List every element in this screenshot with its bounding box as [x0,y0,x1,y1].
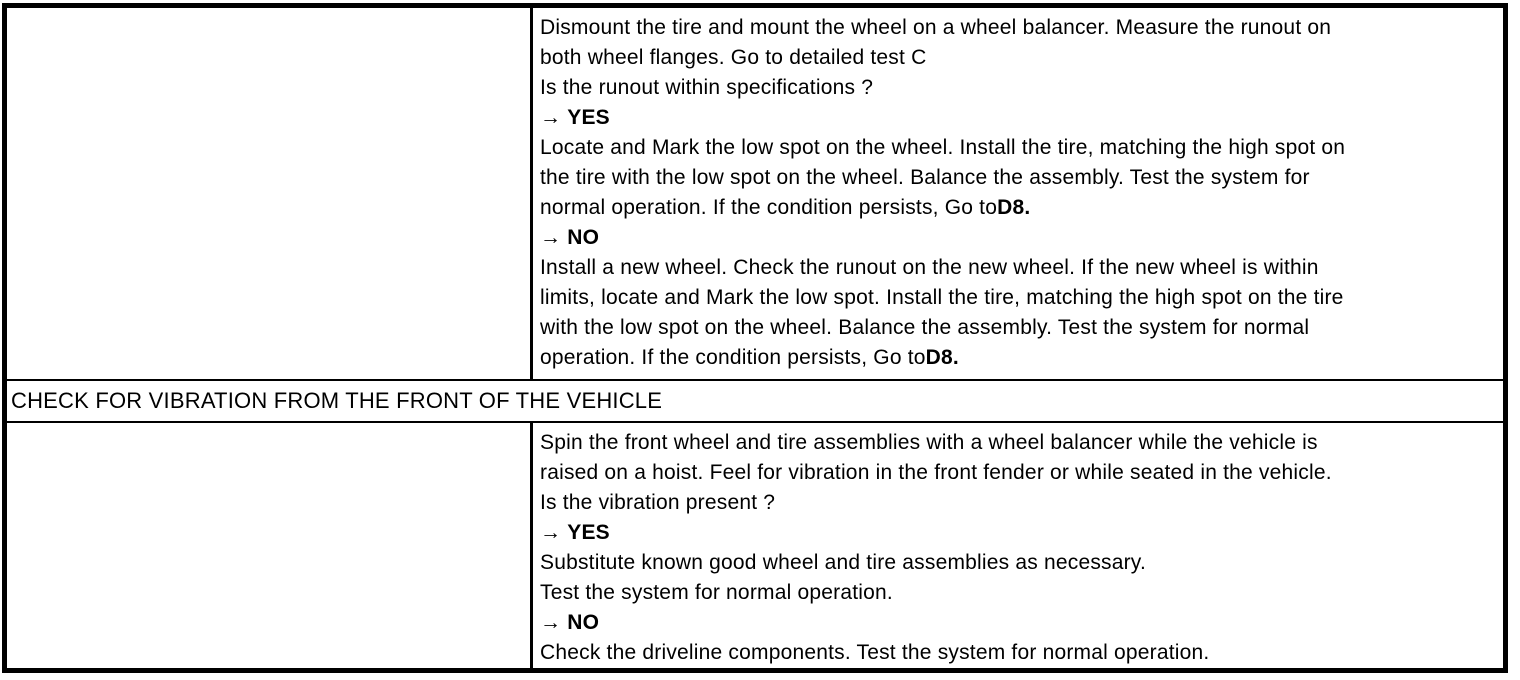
text-line: Spin the front wheel and tire assemblies… [540,431,1318,454]
text-line: Is the vibration present ? [540,491,776,514]
table-cell-instructions: Dismount the tire and mount the wheel on… [533,8,1503,379]
text-line: Dismount the tire and mount the wheel on… [540,16,1332,39]
text-line: the tire with the low spot on the wheel.… [540,166,1310,189]
table-row: Spin the front wheel and tire assemblies… [7,421,1503,668]
text-line: Check the driveline components. Test the… [540,641,1210,664]
table-row: Dismount the tire and mount the wheel on… [7,8,1503,379]
text-line: limits, locate and Mark the low spot. In… [540,286,1344,309]
text-line: Test the system for normal operation. [540,581,893,604]
text-line: Substitute known good wheel and tire ass… [540,551,1146,574]
section-header: CHECK FOR VIBRATION FROM THE FRONT OF TH… [11,388,663,413]
table-cell-instructions: Spin the front wheel and tire assemblies… [533,423,1503,668]
text-line: normal operation. If the condition persi… [540,196,1031,219]
table-cell-empty [7,423,533,668]
text-line: operation. If the condition persists, Go… [540,346,959,369]
text-line: Locate and Mark the low spot on the whee… [540,136,1346,159]
text-line: → NO [540,611,600,634]
text-line: raised on a hoist. Feel for vibration in… [540,461,1332,484]
table-cell-empty [7,8,533,379]
diagnostic-procedure-table: Dismount the tire and mount the wheel on… [2,3,1508,673]
text-line: → NO [540,226,600,249]
text-line: both wheel flanges. Go to detailed test … [540,46,927,69]
text-line: Is the runout within specifications ? [540,76,874,99]
text-line: Install a new wheel. Check the runout on… [540,256,1319,279]
text-line: → YES [540,521,610,544]
text-line: → YES [540,106,610,129]
table-row: CHECK FOR VIBRATION FROM THE FRONT OF TH… [7,379,1503,421]
text-line: with the low spot on the wheel. Balance … [540,316,1310,339]
